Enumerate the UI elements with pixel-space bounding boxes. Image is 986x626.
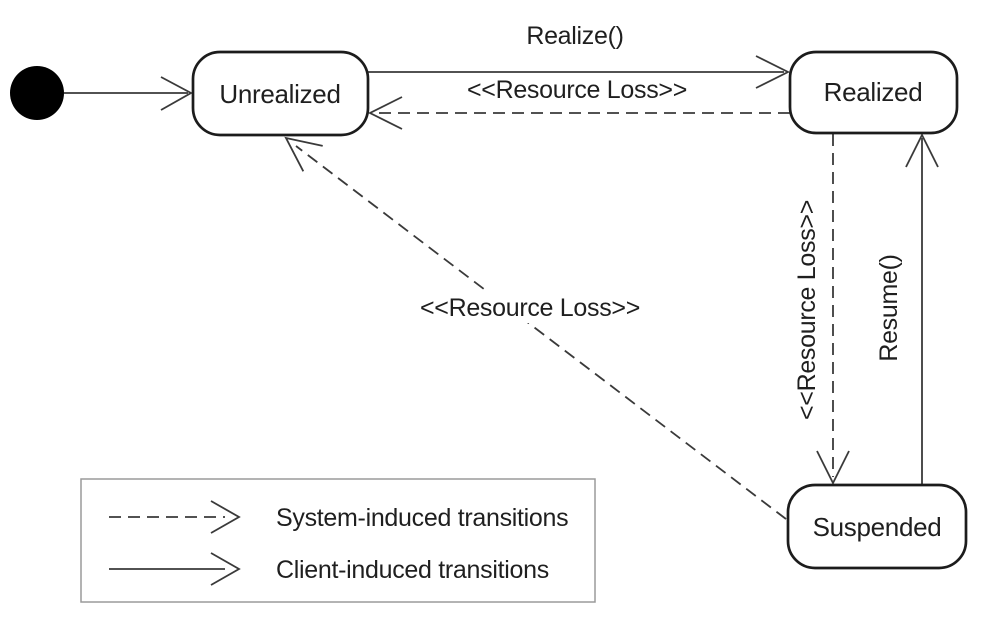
legend-border xyxy=(80,478,596,603)
state-unrealized-label: Unrealized xyxy=(219,79,340,109)
transition-initial-to-unrealized xyxy=(64,76,193,111)
state-suspended: Suspended xyxy=(786,483,968,570)
legend: System-induced transitions Client-induce… xyxy=(80,478,596,603)
arrowhead-right-icon xyxy=(160,76,193,111)
transition-unrealized-to-realized xyxy=(368,55,791,89)
solid-arrow-icon xyxy=(210,552,241,586)
legend-system-label: System-induced transitions xyxy=(276,504,568,532)
arrowhead-right-icon xyxy=(755,55,791,89)
legend-item-client-induced: Client-induced transitions xyxy=(109,552,549,586)
arrowhead-down-icon xyxy=(816,450,850,486)
transition-suspended-to-unrealized xyxy=(284,136,787,520)
legend-client-label: Client-induced transitions xyxy=(276,556,549,584)
arrowhead-up-icon xyxy=(905,132,939,168)
transition-realized-to-unrealized xyxy=(367,96,790,130)
arrowhead-left-icon xyxy=(367,96,403,130)
label-realize: Realize() xyxy=(526,22,623,50)
label-resource-loss-diagonal-mask xyxy=(402,291,658,323)
label-resource-loss-top: <<Resource Loss>> xyxy=(467,76,687,104)
dashed-arrow-icon xyxy=(210,500,241,534)
state-unrealized: Unrealized xyxy=(191,50,370,137)
label-resource-loss-vertical: <<Resource Loss>> xyxy=(793,200,821,420)
label-resume: Resume() xyxy=(875,254,903,361)
arrowhead-upleft-icon xyxy=(284,136,323,172)
state-realized-label: Realized xyxy=(824,77,923,107)
transition-realized-to-suspended xyxy=(816,134,850,486)
initial-state-node xyxy=(10,66,64,120)
transition-suspended-to-realized xyxy=(905,132,939,485)
state-realized: Realized xyxy=(788,50,959,135)
legend-item-system-induced: System-induced transitions xyxy=(109,500,569,534)
label-resource-loss-diagonal: <<Resource Loss>> xyxy=(420,294,640,322)
state-suspended-label: Suspended xyxy=(813,512,942,542)
